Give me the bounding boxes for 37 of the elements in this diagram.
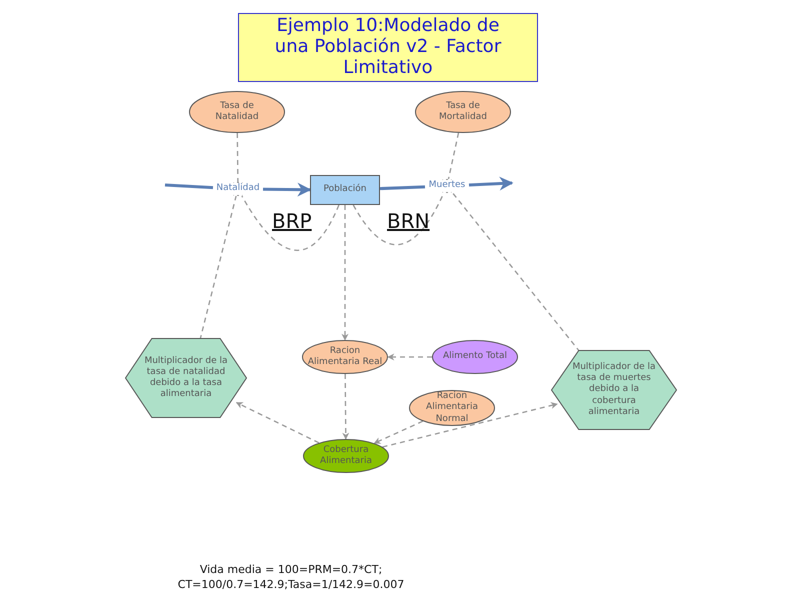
stock-box <box>310 175 380 205</box>
node-text: Tasa de Natalidad <box>214 100 260 124</box>
loop-label: BRN <box>387 209 430 233</box>
node-text: Multiplicador de la tasa de natalidad debido a la tasa alimentaria <box>143 356 229 400</box>
oval-node <box>189 91 285 133</box>
oval-node <box>409 390 495 426</box>
node-text: Cobertura Alimentaria <box>319 444 373 468</box>
dashed-connector <box>374 420 424 444</box>
dashed-connector <box>342 374 350 440</box>
dashed-connector <box>236 402 320 444</box>
title: Ejemplo 10:Modelado de una Población v2 - Factor Limitativo <box>238 13 538 82</box>
node-text: Tasa de Mortalidad <box>438 100 488 124</box>
oval-node <box>303 439 389 473</box>
dashed-connector <box>199 196 237 340</box>
node-text: Muertes <box>428 180 466 192</box>
oval-node <box>302 340 388 374</box>
loop-label: BRP <box>272 209 312 233</box>
node-text: Multiplicador de la tasa de muertes debido a la cobertura alimentaria <box>571 362 657 418</box>
node-text: Natalidad <box>215 183 261 195</box>
hexagon-node <box>551 350 677 430</box>
node-text: Alimento Total <box>442 351 508 363</box>
oval-node <box>415 91 511 133</box>
dashed-connector <box>342 205 348 341</box>
dashed-connector <box>382 402 558 448</box>
dashed-connector <box>387 354 432 360</box>
oval-node <box>432 340 518 374</box>
dashed-connector <box>236 133 239 182</box>
dashed-connector <box>241 196 340 251</box>
node-text: Racion Alimentaria Normal <box>425 391 479 425</box>
node-text: Población <box>323 184 366 196</box>
flow-arrow <box>468 176 514 191</box>
dashed-connector <box>452 192 580 352</box>
node-text: Racion Alimentaria Real <box>306 346 384 368</box>
hexagon-node <box>125 338 247 418</box>
flow-arrow <box>262 182 312 197</box>
dashed-connector <box>448 132 460 180</box>
formula-note: Vida media = 100=PRM=0.7*CT; CT=100/0.7=142.9;Tasa=1/142.9=0.007 <box>176 562 406 593</box>
